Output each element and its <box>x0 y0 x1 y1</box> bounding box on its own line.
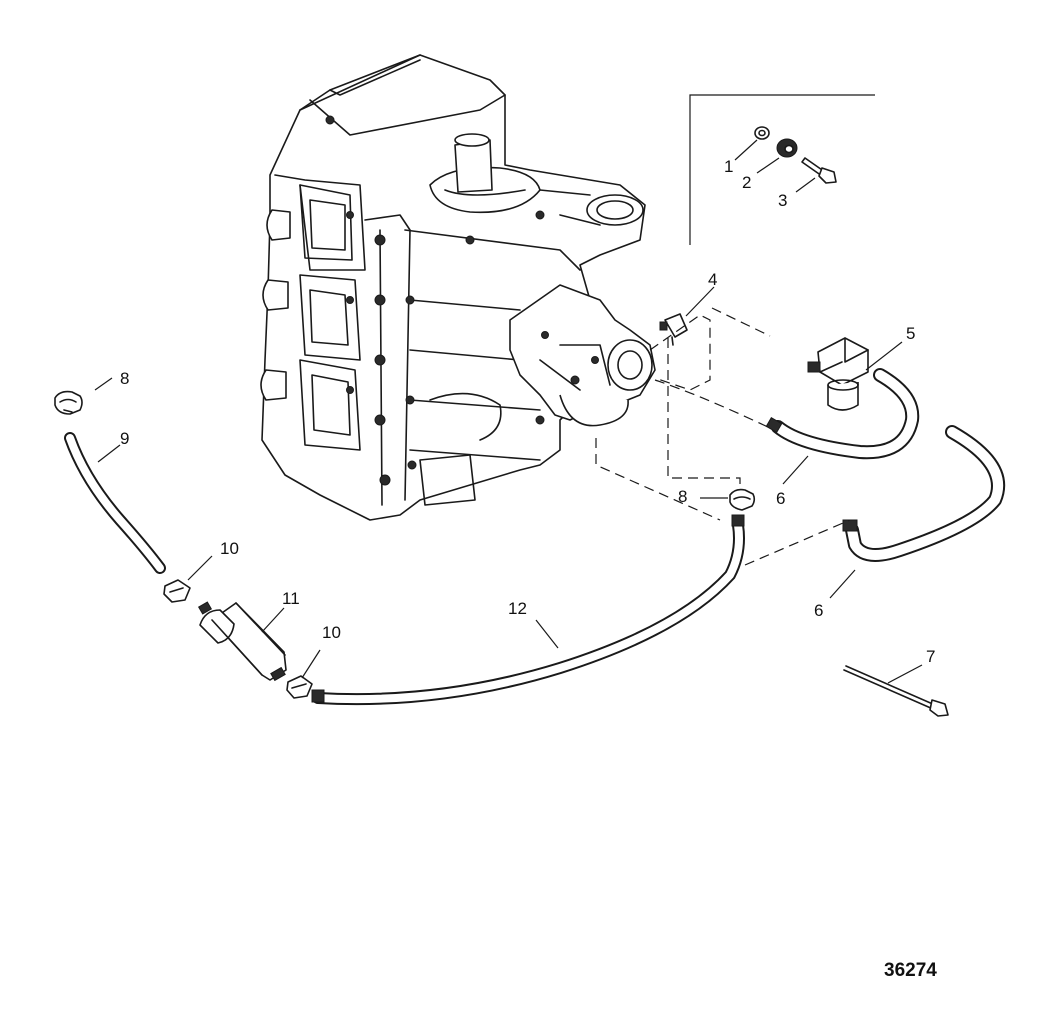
callout-8-left: 8 <box>120 369 129 388</box>
clamp-part-8-left <box>54 377 113 415</box>
clamp-part-10-right <box>286 649 321 699</box>
callout-3: 3 <box>778 191 787 210</box>
hose-part-6-upper <box>765 368 920 460</box>
washer-part-1 <box>754 126 770 140</box>
callout-10-right: 10 <box>322 623 341 642</box>
bushing-part-2 <box>776 138 798 158</box>
carburetor <box>509 284 656 427</box>
callout-labels: 1 2 3 4 5 6 6 7 8 8 9 10 10 11 12 <box>120 157 935 666</box>
callout-10-left: 10 <box>220 539 239 558</box>
fitting-part-4 <box>659 286 715 346</box>
callout-11: 11 <box>282 589 300 608</box>
screw-part-3 <box>801 157 837 184</box>
callout-1: 1 <box>724 157 733 176</box>
callout-9: 9 <box>120 429 129 448</box>
callout-8-right: 8 <box>678 487 687 506</box>
cable-tie-part-7 <box>843 664 949 717</box>
callout-4: 4 <box>708 270 717 289</box>
callout-7: 7 <box>926 647 935 666</box>
callout-5: 5 <box>906 324 915 343</box>
fuel-component-part-5 <box>807 337 903 411</box>
callout-12: 12 <box>508 599 527 618</box>
callout-2: 2 <box>742 173 751 192</box>
clamp-part-8-right <box>700 488 756 511</box>
engine-block <box>260 54 646 521</box>
hose-part-9 <box>64 432 166 574</box>
clamp-part-10-left <box>163 555 213 603</box>
callout-6-upper: 6 <box>776 489 785 508</box>
hose-part-12 <box>311 514 745 706</box>
hardware-group <box>689 94 875 245</box>
fuel-filter-part-11 <box>197 601 287 682</box>
callout-6-lower: 6 <box>814 601 823 620</box>
figure-number: 36274 <box>884 960 937 981</box>
